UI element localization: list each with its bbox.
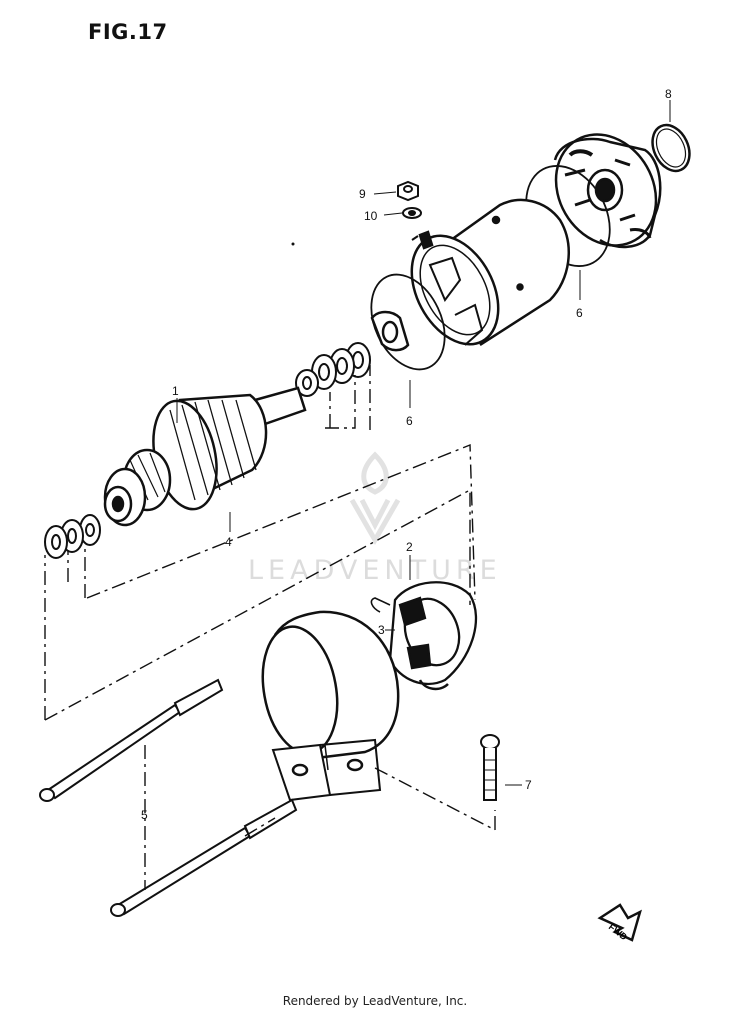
callout-ticks [176,270,581,786]
front-housing [261,610,400,802]
callout-10: 10 [364,209,378,223]
part-7-screw [480,734,500,801]
rear-end-cover [553,133,662,249]
part-8-o-ring [651,123,691,173]
assembly-leader-lines [44,365,496,890]
callout-9: 9 [359,187,366,201]
front-washers [44,514,101,559]
stray-dot [291,242,295,246]
callout-4: 4 [225,535,232,549]
brush-plate-ring [370,310,410,352]
thrust-washers [295,342,371,397]
part-2-brush-holder [370,581,478,691]
callout-7: 7 [525,778,532,792]
callout-6-rear: 6 [576,306,583,320]
footer-credit: Rendered by LeadVenture, Inc. [282,994,468,1008]
forward-arrow-icon [597,903,642,942]
callout-5: 5 [141,808,148,822]
part-5-through-bolts [39,678,298,917]
callout-labels: 1 2 3 4 5 6 6 7 8 9 10 [141,87,672,822]
figure-title: FIG.17 [88,20,168,44]
part-9-nut [397,180,419,202]
part-10-washer [402,207,422,219]
callout-2: 2 [406,540,413,554]
motor-yoke-housing [410,198,570,347]
part-1-armature [103,386,307,527]
callout-6-front: 6 [406,414,413,428]
watermark-logo-icon [349,451,401,546]
watermark-text: LEADVENTURE [248,555,502,586]
callout-1: 1 [172,384,179,398]
callout-8: 8 [665,87,672,101]
callout-3: 3 [378,623,385,637]
